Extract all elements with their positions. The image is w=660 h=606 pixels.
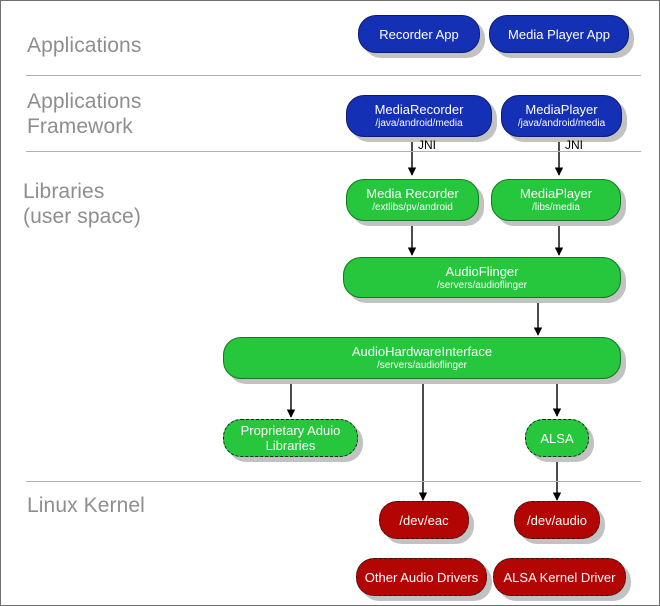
node-title: Media Player App bbox=[508, 26, 610, 42]
layer-label-applications-framework: Applications Framework bbox=[27, 90, 142, 138]
node-title: Media Recorder bbox=[366, 186, 459, 201]
layer-label-linux-kernel: Linux Kernel bbox=[27, 494, 145, 517]
node-title: /dev/audio bbox=[527, 512, 587, 528]
node-title: Other Audio Drivers bbox=[364, 569, 479, 585]
node-title: Proprietary Aduio Libraries bbox=[240, 423, 341, 453]
node-title: AudioFlinger bbox=[445, 263, 519, 279]
node-mediaplayer-lib[interactable]: MediaPlayer /libs/media bbox=[491, 179, 626, 226]
node-body bbox=[489, 15, 629, 53]
node-body bbox=[501, 95, 622, 137]
node-alsa[interactable]: ALSA bbox=[525, 419, 594, 462]
node-body bbox=[356, 558, 487, 596]
node-subtitle: /java/android/media bbox=[375, 118, 463, 129]
node-subtitle: /libs/media bbox=[532, 202, 580, 213]
node-body bbox=[223, 337, 621, 379]
node-body bbox=[346, 95, 492, 137]
node-body bbox=[379, 501, 469, 539]
node-alsa-kernel-driver[interactable]: ALSA Kernel Driver bbox=[493, 558, 631, 601]
node-audioflinger[interactable]: AudioFlinger /servers/audioflinger bbox=[343, 257, 626, 303]
node-title: AudioHardwareInterface bbox=[351, 344, 493, 359]
node-body bbox=[358, 15, 480, 53]
node-subtitle: /servers/audioflinger bbox=[376, 360, 468, 371]
node-title: ALSA Kernel Driver bbox=[503, 569, 616, 585]
node-dev-eac[interactable]: /dev/eac bbox=[379, 501, 474, 544]
divider-applications bbox=[26, 75, 641, 76]
divider-applications-framework bbox=[26, 151, 641, 152]
node-body bbox=[493, 558, 626, 596]
edge-label-jni-player: JNI bbox=[565, 138, 583, 152]
node-body bbox=[223, 419, 358, 457]
node-mediarecorder[interactable]: MediaRecorder /java/android/media bbox=[346, 95, 497, 142]
node-title: MediaRecorder bbox=[374, 102, 464, 117]
node-body bbox=[514, 501, 600, 539]
node-recorder-app[interactable]: Recorder App bbox=[358, 15, 485, 58]
node-body bbox=[343, 257, 621, 298]
node-other-audio-drivers[interactable]: Other Audio Drivers bbox=[356, 558, 492, 601]
node-media-recorder-lib[interactable]: Media Recorder /extlibs/pv/android bbox=[346, 179, 484, 226]
edge-label-jni-recorder: JNI bbox=[418, 138, 436, 152]
layer-label-applications: Applications bbox=[27, 34, 142, 57]
node-body bbox=[525, 419, 589, 457]
node-body bbox=[491, 179, 621, 221]
node-body bbox=[346, 179, 479, 221]
node-subtitle: /extlibs/pv/android bbox=[372, 202, 453, 213]
layer-label-libraries: Libraries (user space) bbox=[23, 180, 141, 228]
node-title: ALSA bbox=[540, 430, 574, 446]
node-media-player-app[interactable]: Media Player App bbox=[489, 15, 634, 58]
divider-libraries bbox=[26, 481, 641, 482]
node-title: MediaPlayer bbox=[525, 102, 598, 117]
node-title: /dev/eac bbox=[399, 512, 449, 528]
node-subtitle: /servers/audioflinger bbox=[436, 279, 528, 291]
node-dev-audio[interactable]: /dev/audio bbox=[514, 501, 605, 544]
node-title: Recorder App bbox=[379, 26, 459, 42]
node-proprietary-audio-libs[interactable]: Proprietary Aduio Libraries bbox=[223, 419, 363, 462]
node-subtitle: /java/android/media bbox=[517, 118, 606, 129]
node-mediaplayer-framework[interactable]: MediaPlayer /java/android/media bbox=[501, 95, 627, 142]
node-title: MediaPlayer bbox=[519, 186, 593, 201]
node-audiohardwareinterface[interactable]: AudioHardwareInterface /servers/audiofli… bbox=[223, 337, 626, 384]
